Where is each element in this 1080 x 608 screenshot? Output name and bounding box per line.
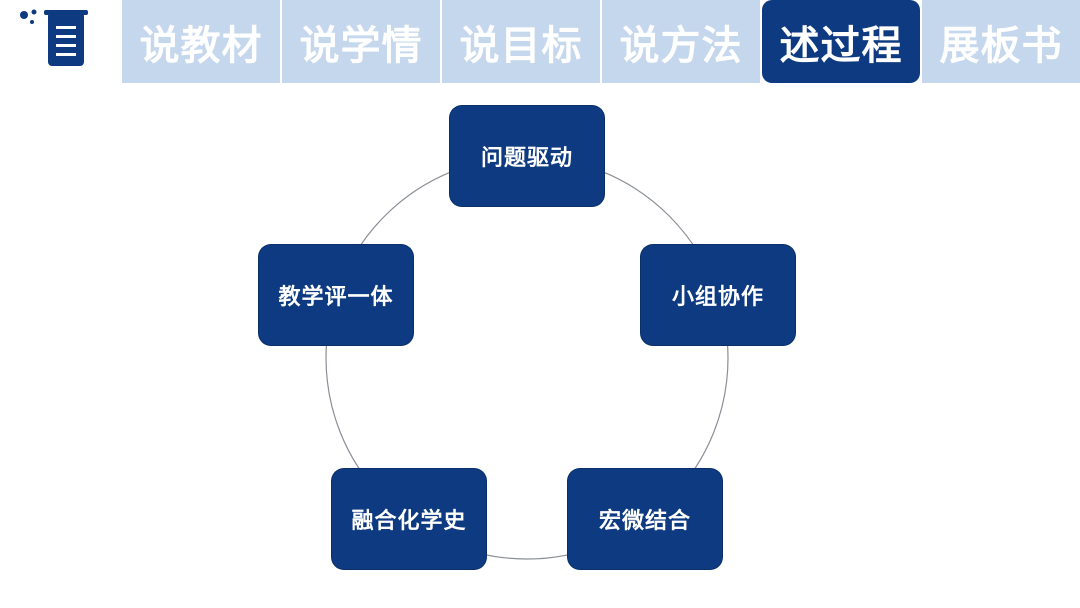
tab-objectives[interactable]: 说目标 xyxy=(442,0,602,83)
section-tab-bar: 说教材 说学情 说目标 说方法 述过程 展板书 xyxy=(122,0,1080,83)
tab-textbook[interactable]: 说教材 xyxy=(122,0,282,83)
tab-board-design[interactable]: 展板书 xyxy=(922,0,1080,83)
tab-learners[interactable]: 说学情 xyxy=(282,0,442,83)
cycle-node-problem-driven: 问题驱动 xyxy=(450,106,604,206)
tab-methods[interactable]: 说方法 xyxy=(602,0,762,83)
beaker-icon xyxy=(18,6,98,68)
cycle-node-chemistry-history: 融合化学史 xyxy=(332,469,486,569)
tab-process[interactable]: 述过程 xyxy=(762,0,920,83)
cycle-node-teaching-assessment: 教学评一体 xyxy=(259,245,413,345)
cycle-node-macro-micro: 宏微结合 xyxy=(568,469,722,569)
cycle-node-group-collaboration: 小组协作 xyxy=(641,245,795,345)
